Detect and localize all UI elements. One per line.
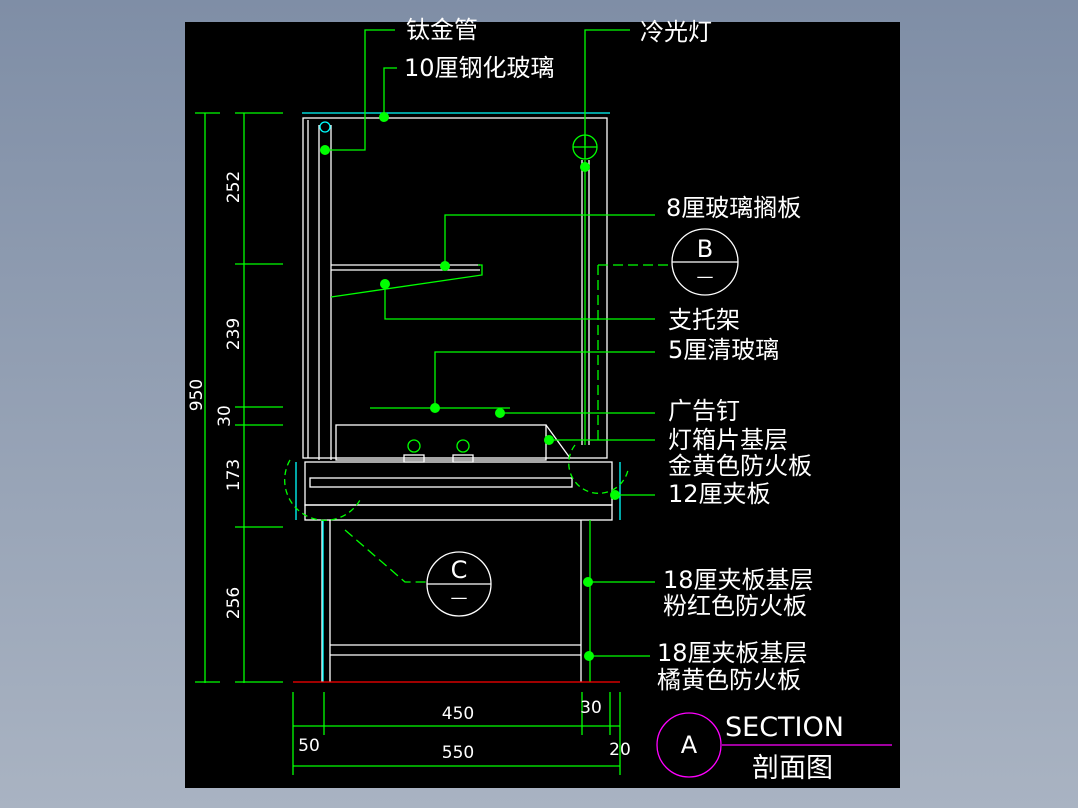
plywood-12 xyxy=(304,504,613,521)
svg-text:剖面图: 剖面图 xyxy=(752,753,833,784)
svg-text:30: 30 xyxy=(580,698,602,718)
svg-text:30: 30 xyxy=(215,405,235,427)
detail-mark-b: B — xyxy=(671,228,739,296)
label-plywood-18-b: 18厘夹板基层 xyxy=(657,639,808,667)
label-cold-light: 冷光灯 xyxy=(640,18,712,46)
svg-text:A: A xyxy=(681,731,698,759)
svg-text:—: — xyxy=(451,588,468,608)
svg-text:950: 950 xyxy=(187,379,207,411)
svg-text:SECTION: SECTION xyxy=(725,712,844,743)
upper-frame xyxy=(302,117,608,459)
label-glass-shelf: 8厘玻璃搁板 xyxy=(666,194,801,222)
svg-text:256: 256 xyxy=(224,587,244,619)
svg-text:252: 252 xyxy=(224,171,244,203)
label-pink-fireboard: 粉红色防火板 xyxy=(663,592,807,620)
label-ad-nail: 广告钉 xyxy=(668,397,740,425)
leader-lines xyxy=(320,29,655,661)
svg-text:50: 50 xyxy=(298,736,320,756)
label-orange-fireboard: 橘黄色防火板 xyxy=(657,666,801,694)
svg-text:20: 20 xyxy=(609,740,631,760)
svg-text:239: 239 xyxy=(224,318,244,350)
callout-labels: 钛金管 10厘钢化玻璃 冷光灯 8厘玻璃搁板 支托架 5厘清玻璃 广告钉 灯箱片… xyxy=(404,16,814,694)
light-box-base xyxy=(304,461,613,506)
label-gold-fireboard: 金黄色防火板 xyxy=(668,452,812,480)
svg-text:B: B xyxy=(697,235,713,263)
svg-text:—: — xyxy=(697,267,714,287)
label-titanium-tube: 钛金管 xyxy=(406,16,478,44)
label-clear-glass: 5厘清玻璃 xyxy=(668,336,779,364)
vertical-dimensions: 950 252 239 30 173 256 xyxy=(187,112,283,683)
svg-text:450: 450 xyxy=(442,704,474,724)
label-tempered-glass: 10厘钢化玻璃 xyxy=(404,54,555,82)
cabinet-structure xyxy=(284,112,668,683)
svg-text:173: 173 xyxy=(224,459,244,491)
titanium-tube xyxy=(319,121,331,133)
label-plywood-18-a: 18厘夹板基层 xyxy=(663,566,814,594)
section-title: A SECTION 剖面图 xyxy=(656,712,892,784)
label-bracket: 支托架 xyxy=(668,306,740,334)
svg-text:550: 550 xyxy=(442,743,474,763)
shelf-bracket xyxy=(330,264,483,298)
detail-mark-c: C — xyxy=(426,551,492,617)
label-plywood-12: 12厘夹板 xyxy=(668,480,771,508)
label-lightbox-base: 灯箱片基层 xyxy=(668,426,788,454)
svg-text:C: C xyxy=(451,556,468,584)
cad-drawing-canvas xyxy=(185,22,900,788)
horizontal-dimensions: 50 450 30 20 550 xyxy=(292,692,631,775)
